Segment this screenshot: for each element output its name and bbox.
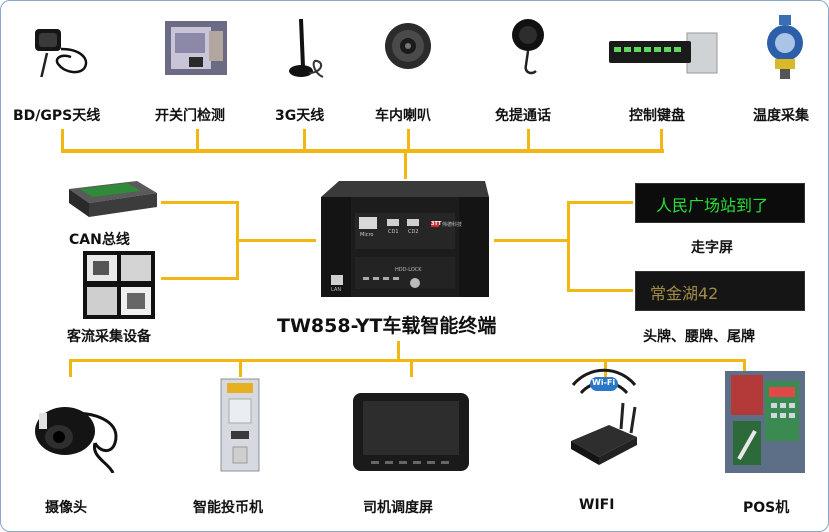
bottom-stem [397, 341, 400, 361]
coin-box-icon [219, 377, 261, 473]
pos-machine-icon [725, 371, 805, 473]
terminal-port-label-1: Micro [360, 232, 374, 238]
camera-icon [29, 373, 129, 474]
terminal-port-label-3: CD2 [408, 229, 419, 235]
gps-antenna-icon [31, 19, 93, 80]
bottom-drop-1 [69, 359, 72, 377]
bottom-bus-line [69, 359, 745, 362]
keyboard-icon [609, 31, 719, 77]
left-to-terminal [236, 239, 316, 242]
dispatch-screen-icon [351, 391, 471, 473]
handsfree-mic-icon [506, 17, 550, 79]
terminal-port-label-2: CD1 [388, 229, 399, 235]
bottom-device-label-5: POS机 [743, 500, 790, 516]
wifi-badge-text: Wi-Fi [592, 378, 616, 387]
top-device-label-6: 控制键盘 [629, 108, 685, 124]
speaker-icon [383, 21, 433, 71]
bottom-device-label-2: 智能投币机 [193, 500, 263, 516]
top-drop-4 [407, 129, 410, 151]
top-drop-1 [61, 129, 64, 151]
bottom-drop-4 [604, 359, 607, 377]
right-device-label-1: 走字屏 [691, 240, 733, 256]
right-vertical [567, 201, 570, 291]
passenger-counter-icon [83, 251, 155, 319]
led-screen-text: 人民广场站到了 [656, 196, 769, 215]
top-drop-2 [196, 129, 199, 151]
terminal-lan-label: LAN [331, 287, 342, 293]
terminal-brand-text: 伟德科技 [442, 222, 463, 228]
right-device-label-2: 头牌、腰牌、尾牌 [643, 329, 755, 345]
top-device-label-4: 车内喇叭 [375, 108, 431, 124]
top-device-label-2: 开关门检测 [155, 108, 225, 124]
right-stub-top [567, 201, 633, 204]
bottom-device-label-3: 司机调度屏 [363, 500, 433, 516]
left-stub-top [161, 201, 239, 204]
route-sign-text: 常金湖42 [650, 284, 719, 303]
terminal-lock-label: HDD-LOCK [395, 267, 422, 273]
temperature-sensor-icon [761, 15, 809, 81]
top-device-label-3: 3G天线 [275, 108, 325, 124]
top-device-label-7: 温度采集 [753, 108, 809, 124]
top-device-label-1: BD/GPS天线 [13, 108, 101, 124]
bottom-drop-3 [410, 359, 413, 377]
top-drop-6 [660, 129, 663, 151]
bottom-device-label-4: WIFI [579, 497, 615, 513]
right-stub-bottom [567, 289, 633, 292]
terminal-badge: 3TT [431, 221, 442, 227]
top-drop-5 [527, 129, 530, 151]
bottom-device-label-1: 摄像头 [45, 500, 87, 516]
3g-antenna-icon [281, 15, 329, 81]
door-sensor-icon [165, 21, 227, 75]
wifi-router-icon: Wi-Fi [561, 367, 647, 473]
top-bus-line [61, 149, 664, 153]
right-to-terminal [494, 239, 570, 242]
route-sign-icon: 常金湖42 [635, 271, 805, 311]
top-device-label-5: 免提通话 [495, 108, 551, 124]
diagram-title: TW858-YT车载智能终端 [277, 315, 497, 337]
top-stem [404, 151, 407, 179]
led-scroll-screen-icon: 人民广场站到了 [635, 183, 805, 223]
top-drop-3 [303, 129, 306, 151]
bottom-drop-5 [743, 359, 746, 377]
left-device-label-1: CAN总线 [69, 232, 130, 248]
bottom-drop-2 [239, 359, 242, 377]
terminal-unit-icon: Micro CD1 CD2 3TT 伟德科技 HDD-LOCK LAN [315, 179, 495, 303]
left-device-label-2: 客流采集设备 [67, 329, 151, 345]
left-stub-bottom [161, 277, 239, 280]
can-bus-module-icon [67, 179, 159, 221]
